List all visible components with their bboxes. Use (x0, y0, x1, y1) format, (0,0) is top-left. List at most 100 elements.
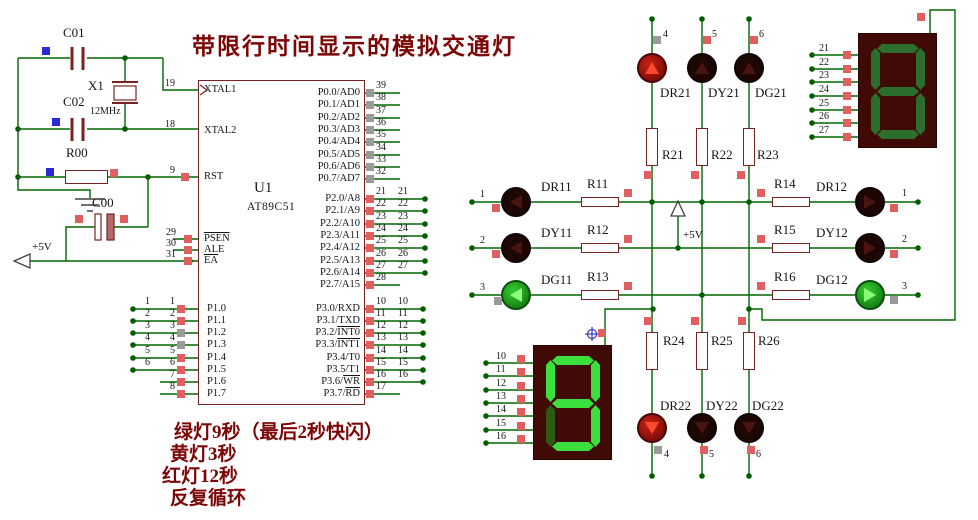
resistor-R21[interactable] (646, 128, 658, 166)
component-label-c00: C00 (92, 195, 114, 210)
net-label: 22 (819, 57, 829, 68)
net-label: 13 (398, 332, 408, 343)
net-label: 3 (902, 281, 907, 292)
ground-icon (75, 198, 105, 212)
pin-state-square (843, 119, 851, 127)
chip-pin-name: P3.7/RD (323, 388, 360, 399)
pin-state-square (366, 390, 374, 398)
pin-state-square (691, 171, 699, 179)
chip-pin-name: P1.3 (207, 339, 226, 350)
overline-text: INT0 (337, 327, 360, 338)
segment-d (877, 130, 919, 139)
pin-state-square (644, 171, 652, 179)
net-label: 16 (496, 431, 506, 442)
mcu-at89c51[interactable] (198, 80, 365, 405)
chip-pin-name: ALE (204, 244, 225, 255)
led-triangle-icon (742, 422, 756, 434)
net-label: 25 (819, 98, 829, 109)
chip-pin-name: P3.0/RXD (315, 303, 360, 314)
net-label: 23 (819, 70, 829, 81)
led-DR21[interactable] (637, 53, 667, 83)
pin-number: 23 (376, 211, 386, 222)
pin-number: 5 (170, 345, 175, 356)
resistor-label-R00: R00 (66, 145, 88, 160)
chip-ref: U1 (254, 180, 273, 196)
resistor-R23[interactable] (743, 128, 755, 166)
power-arrow-icon (12, 199, 687, 269)
led-triangle-icon (864, 288, 876, 302)
resistor-R11[interactable] (581, 197, 619, 207)
segment-g (877, 87, 919, 96)
resistor-label-R11: R11 (587, 176, 609, 191)
led-label-DG21: DG21 (755, 85, 787, 100)
crystal-symbol[interactable] (112, 81, 138, 104)
pin-number: 15 (376, 357, 386, 368)
chip-pin-name: P1.5 (207, 364, 226, 375)
pin-number: 13 (376, 332, 386, 343)
pin-number: 14 (376, 345, 386, 356)
pin-state-square (110, 169, 118, 177)
chip-pin-name: P3.6/WR (321, 376, 360, 387)
pin-state-square (747, 446, 755, 454)
resistor-R16[interactable] (772, 290, 810, 300)
pin-state-square (120, 215, 128, 223)
pin-state-square (366, 89, 374, 97)
pin-state-square (366, 341, 374, 349)
led-DY12[interactable] (855, 233, 885, 263)
note-line: 绿灯9秒（最后2秒快闪） (174, 422, 384, 443)
segment-c (591, 405, 600, 447)
component-label-c01: C01 (63, 25, 85, 40)
resistor-R15[interactable] (772, 243, 810, 253)
led-DY22[interactable] (687, 413, 717, 443)
pin-state-square (177, 390, 185, 398)
chip-pin-name: P0.2/AD2 (317, 112, 360, 123)
led-DR22[interactable] (637, 413, 667, 443)
net-label: 27 (819, 125, 829, 136)
capacitor-c00-symbol[interactable] (94, 213, 115, 241)
net-label: 1 (902, 188, 907, 199)
net-label: 24 (819, 84, 829, 95)
resistor-R25[interactable] (696, 332, 708, 370)
resistor-R13[interactable] (581, 290, 619, 300)
led-DG11[interactable] (501, 280, 531, 310)
pin-number: 33 (376, 154, 386, 165)
pin-state-square (757, 282, 765, 290)
led-DR12[interactable] (855, 187, 885, 217)
net-label: 4 (663, 29, 668, 40)
pin-state-square (890, 250, 898, 258)
chip-pin-name: P0.3/AD3 (317, 124, 360, 135)
led-DG21[interactable] (734, 53, 764, 83)
led-triangle-icon (864, 241, 876, 255)
note-line: 反复循环 (170, 488, 247, 509)
pin-state-square (703, 36, 711, 44)
seven-segment-disp-top[interactable] (858, 33, 937, 148)
led-DY11[interactable] (501, 233, 531, 263)
led-DR11[interactable] (501, 187, 531, 217)
net-label: 13 (496, 391, 506, 402)
resistor-R12[interactable] (581, 243, 619, 253)
pin-state-square (366, 354, 374, 362)
resistor-R22[interactable] (696, 128, 708, 166)
resistor-R26[interactable] (743, 332, 755, 370)
resistor-R14[interactable] (772, 197, 810, 207)
chip-pin-name: P3.2/INT0 (315, 327, 360, 338)
component-label-x1: X1 (88, 78, 104, 93)
led-DY21[interactable] (687, 53, 717, 83)
net-label: 16 (398, 369, 408, 380)
pin-state-square (492, 204, 500, 212)
segment-a (552, 356, 594, 365)
led-triangle-icon (510, 195, 522, 209)
chip-pin-name: XTAL1 (204, 84, 237, 95)
pin-number: 8 (170, 381, 175, 392)
pin-state-square (366, 114, 374, 122)
seven-segment-disp-bottom[interactable] (533, 345, 612, 460)
led-DG22[interactable] (734, 413, 764, 443)
overline-text: RD (345, 388, 360, 399)
led-DG12[interactable] (855, 280, 885, 310)
pin-state-square (366, 195, 374, 203)
led-label-DY21: DY21 (708, 85, 740, 100)
capacitor-symbol[interactable] (70, 47, 85, 141)
chip-pin-name: RST (204, 171, 224, 182)
resistor-R00[interactable] (65, 170, 108, 184)
resistor-R24[interactable] (646, 332, 658, 370)
